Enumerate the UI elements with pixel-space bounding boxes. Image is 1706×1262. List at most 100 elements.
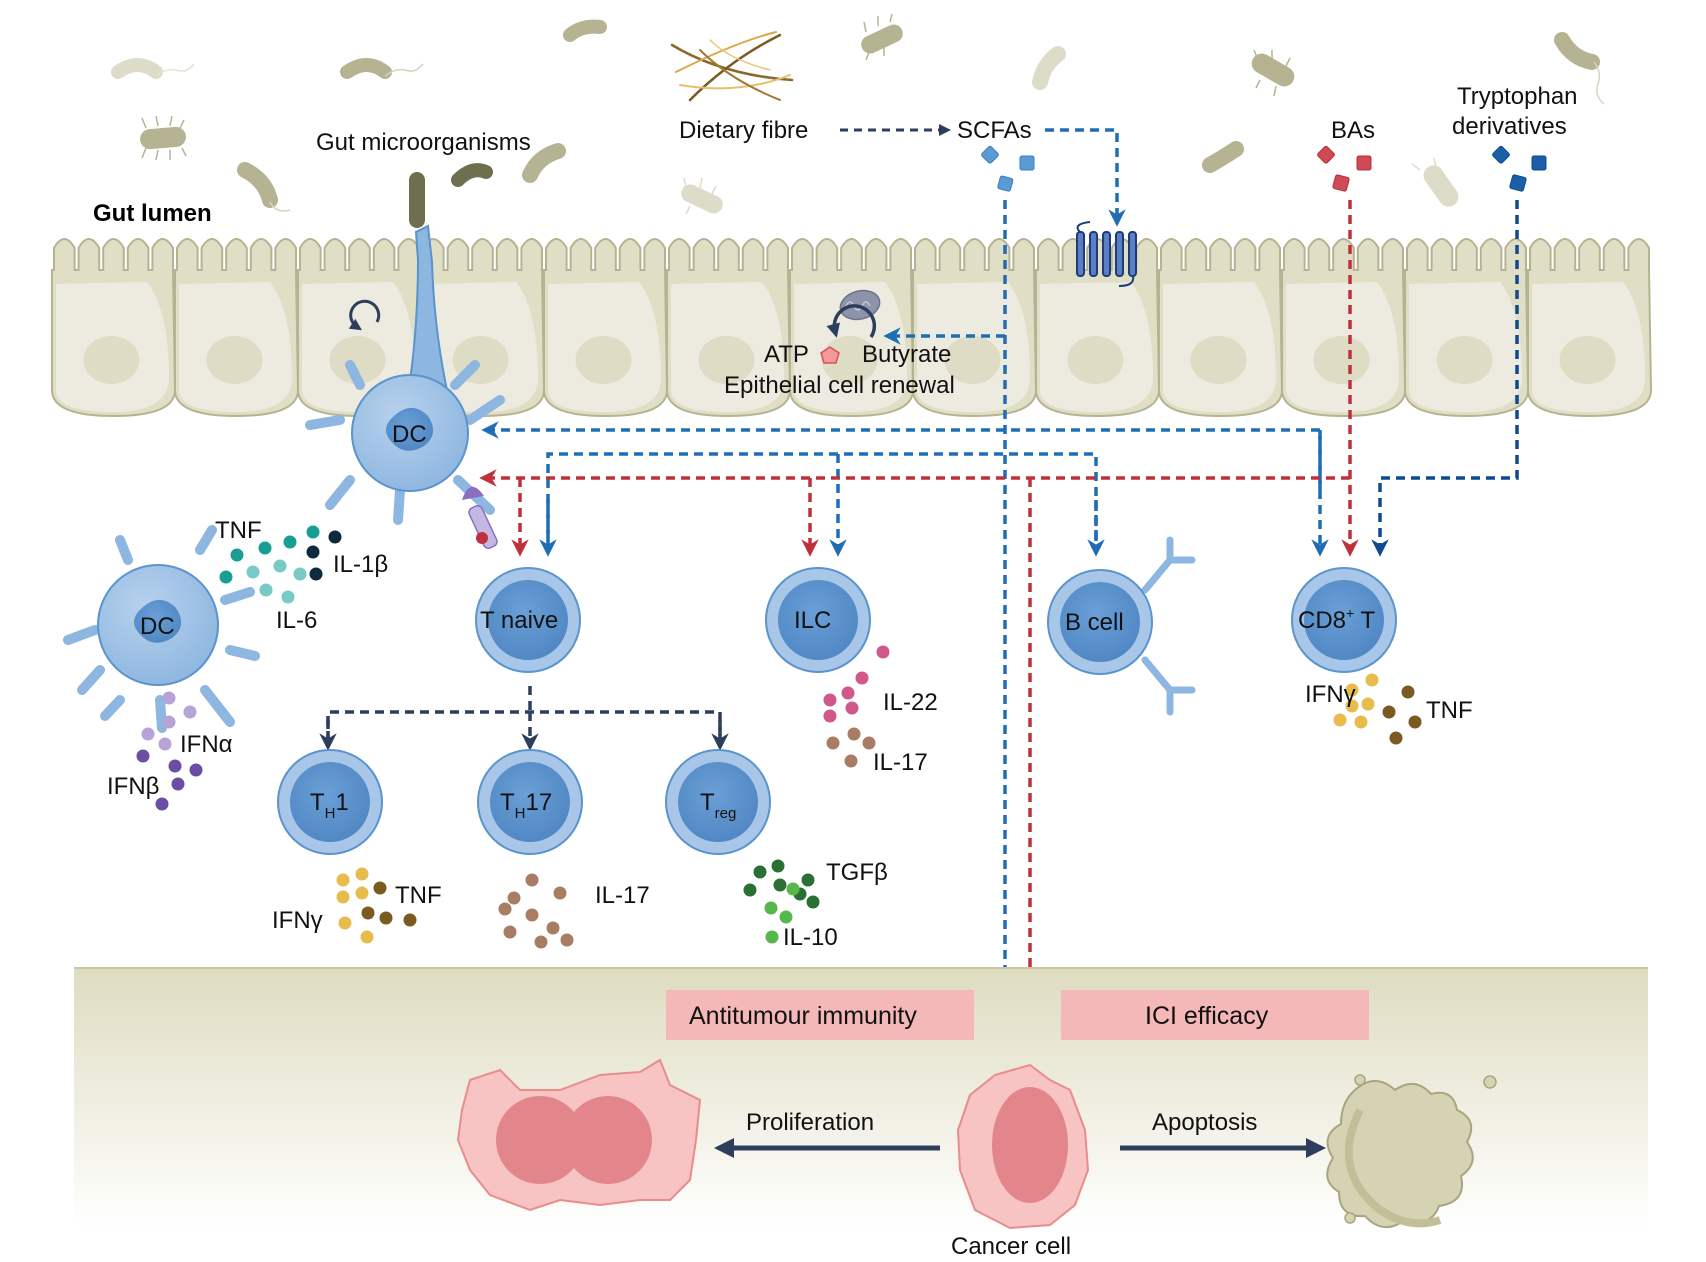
butyrate-to-atp-arrow <box>826 304 877 338</box>
cytokine-dot <box>355 886 369 900</box>
dc-il6-label: IL-6 <box>276 607 317 634</box>
cytokine-dot <box>773 878 787 892</box>
scfa-branch-line <box>546 452 1098 548</box>
cancer-cell <box>956 1063 1090 1230</box>
intestinal-epithelium <box>51 238 1653 418</box>
cytokine-dot <box>1382 705 1396 719</box>
cytokine-dot <box>158 737 172 751</box>
cytokine-dot <box>743 883 757 897</box>
dc-top-label: DC <box>392 421 427 448</box>
cytokine-dot <box>823 693 837 707</box>
epithelial-cell <box>1281 238 1407 418</box>
cytokine-dot <box>764 901 778 915</box>
epithelial-cell <box>420 238 546 418</box>
apoptotic-cell <box>1326 1074 1497 1228</box>
cytokine-dot <box>876 645 890 659</box>
cytokine-dot <box>336 890 350 904</box>
ba-molecules-icon <box>1317 145 1372 192</box>
epithelial-cell <box>666 238 792 418</box>
cytokine-dot <box>525 873 539 887</box>
cd8-t-cell: CD8+ T <box>1291 567 1397 673</box>
epithelial-cell <box>1035 238 1161 418</box>
pathway-arrows <box>319 128 1519 1054</box>
th1-label: TH1 <box>310 789 349 822</box>
epithelial-renewal-label: Epithelial cell renewal <box>724 372 955 399</box>
cytokine-dot <box>801 873 815 887</box>
cytokine-dot <box>786 882 800 896</box>
ilc-il17-label: IL-17 <box>873 749 928 776</box>
epithelial-cell <box>1404 238 1530 418</box>
th17-il17-label: IL-17 <box>595 882 650 909</box>
bacterium-icon <box>861 13 903 61</box>
cytokine-dot <box>560 933 574 947</box>
scfa-label: SCFAs <box>957 117 1032 144</box>
bacterium-icon <box>140 115 187 161</box>
antitumour-immunity-label: Antitumour immunity <box>689 1002 917 1030</box>
cytokine-dot <box>168 759 182 773</box>
cytokine-dot <box>1345 683 1359 697</box>
cytokine-dot <box>155 797 169 811</box>
ba-label: BAs <box>1331 117 1375 144</box>
th1-cell: TH1 <box>277 749 383 855</box>
ilc-cell: ILC <box>765 567 871 673</box>
bacterium-icon <box>1411 157 1459 207</box>
ici-efficacy-box <box>1061 990 1369 1040</box>
cytokine-dot <box>1389 731 1403 745</box>
dendritic-cell-left: DC <box>63 525 260 733</box>
cd8-ifng-label: IFNγ <box>1305 681 1356 708</box>
bacterium-icon <box>681 177 723 215</box>
cytokine-dot <box>498 902 512 916</box>
epithelial-cell <box>174 238 300 418</box>
cytokine-dot <box>845 701 859 715</box>
epithelial-cell <box>543 238 669 418</box>
tryptophan-to-cd8-arrow <box>1371 200 1519 557</box>
cytokine-dot <box>246 565 260 579</box>
treg-label: Treg <box>700 789 736 822</box>
cytokine-dot <box>841 686 855 700</box>
treg-il10-label: IL-10 <box>783 924 838 951</box>
cytokine-dot <box>823 709 837 723</box>
dc-il1b-label: IL-1β <box>333 551 388 578</box>
cytokine-dot <box>355 867 369 881</box>
b-cell: B cell <box>1047 536 1196 716</box>
treg-tgfb-label: TGFβ <box>826 859 888 886</box>
apoptosis-label: Apoptosis <box>1152 1109 1257 1136</box>
cytokine-dot <box>189 763 203 777</box>
th17-cell: TH17 <box>477 749 583 855</box>
epithelial-cell <box>789 238 915 418</box>
b-cell-label: B cell <box>1065 609 1124 636</box>
ilc-il22-label: IL-22 <box>883 689 938 716</box>
treg-cell: Treg <box>665 749 771 855</box>
ici-efficacy-label: ICI efficacy <box>1145 1002 1269 1030</box>
cytokine-dot <box>1408 715 1422 729</box>
bacterium-icon <box>1032 46 1066 90</box>
epithelial-cell <box>51 238 177 418</box>
bacterium-icon <box>340 58 424 79</box>
cytokine-dot <box>844 754 858 768</box>
cytokine-dot <box>1361 697 1375 711</box>
cancer-cell-label: Cancer cell <box>951 1233 1071 1260</box>
cytokine-dot <box>826 736 840 750</box>
cytokine-dot <box>1333 713 1347 727</box>
mhc-tcr-synapse-icon <box>462 486 498 550</box>
cytokine-dot <box>338 916 352 930</box>
cytokine-dot <box>162 715 176 729</box>
cytokine-dots <box>136 525 1422 949</box>
cytokine-dot <box>273 559 287 573</box>
cytokine-dot <box>862 736 876 750</box>
cytokine-dot <box>765 930 779 944</box>
cytokine-dot <box>360 930 374 944</box>
cytokine-dot <box>306 525 320 539</box>
cytokine-dot <box>171 777 185 791</box>
epithelial-cell <box>1527 238 1653 418</box>
cytokine-dot <box>162 691 176 705</box>
cytokine-dot <box>771 859 785 873</box>
to-dc-arrow <box>481 421 1322 490</box>
cytokine-dot <box>141 727 155 741</box>
cytokine-dot <box>779 910 793 924</box>
th17-label: TH17 <box>500 789 552 822</box>
bacterium-icon <box>522 143 566 183</box>
cytokine-dot <box>230 548 244 562</box>
cytokine-dot <box>855 671 869 685</box>
proliferation-label: Proliferation <box>746 1109 874 1136</box>
